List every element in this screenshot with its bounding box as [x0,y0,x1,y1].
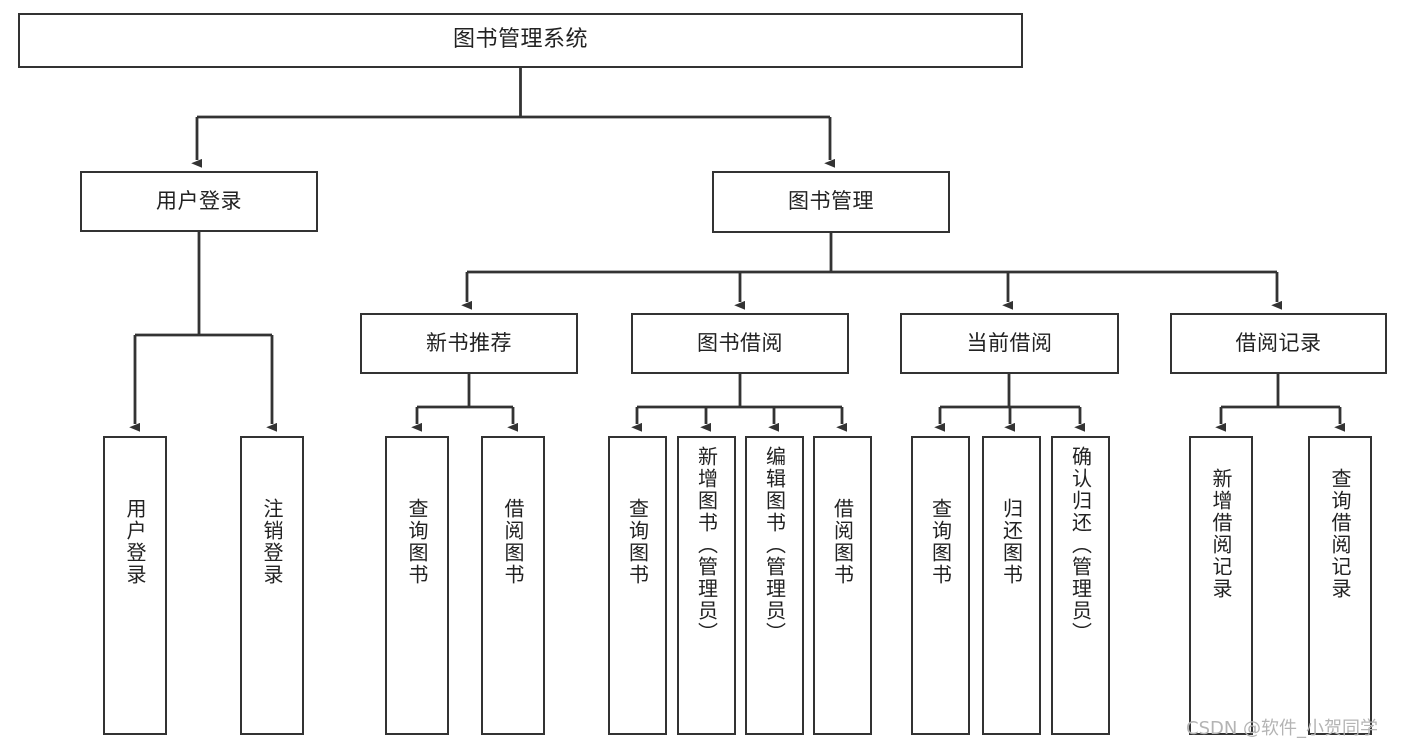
node-book-borrow[interactable]: 图书借阅 [631,313,849,374]
leaf-query-book-current[interactable]: 查询图书 [911,436,970,735]
leaf-query-book-borrow-label: 查询图书 [625,498,650,586]
leaf-add-book-admin-label: 新增图书（管理员） [694,446,719,644]
node-borrow-record-label: 借阅记录 [1235,330,1322,355]
leaf-borrow-book[interactable]: 借阅图书 [813,436,872,735]
leaf-query-book-recommend[interactable]: 查询图书 [385,436,449,735]
leaf-user-logout[interactable]: 注销登录 [240,436,304,735]
leaf-query-borrow-record[interactable]: 查询借阅记录 [1308,436,1372,735]
leaf-borrow-book-recommend-label: 借阅图书 [501,498,525,586]
leaf-query-book-current-label: 查询图书 [928,498,953,586]
leaf-edit-book-admin[interactable]: 编辑图书（管理员） [745,436,804,735]
node-root-label: 图书管理系统 [452,27,588,53]
leaf-user-login-label: 用户登录 [123,498,147,586]
leaf-user-login[interactable]: 用户登录 [103,436,167,735]
leaf-borrow-book-recommend[interactable]: 借阅图书 [481,436,545,735]
node-new-book-recommend[interactable]: 新书推荐 [360,313,578,374]
node-root[interactable]: 图书管理系统 [18,13,1023,68]
leaf-add-book-admin[interactable]: 新增图书（管理员） [677,436,736,735]
leaf-add-borrow-record-label: 新增借阅记录 [1209,468,1233,600]
leaf-query-borrow-record-label: 查询借阅记录 [1328,468,1352,600]
leaf-user-logout-label: 注销登录 [260,498,284,586]
node-current-borrow-label: 当前借阅 [966,330,1053,355]
node-current-borrow[interactable]: 当前借阅 [900,313,1119,374]
leaf-return-book[interactable]: 归还图书 [982,436,1041,735]
leaf-query-book-recommend-label: 查询图书 [405,498,429,586]
leaf-edit-book-admin-label: 编辑图书（管理员） [762,446,787,644]
node-borrow-record[interactable]: 借阅记录 [1170,313,1387,374]
node-new-book-recommend-label: 新书推荐 [426,330,512,355]
csdn-watermark: CSDN @软件_小贺同学 [1186,718,1379,739]
leaf-return-book-label: 归还图书 [999,498,1024,586]
leaf-confirm-return-admin[interactable]: 确认归还（管理员） [1051,436,1110,735]
leaf-query-book-borrow[interactable]: 查询图书 [608,436,667,735]
leaf-add-borrow-record[interactable]: 新增借阅记录 [1189,436,1253,735]
node-book-management-label: 图书管理 [788,189,874,214]
leaf-borrow-book-label: 借阅图书 [830,498,855,586]
node-book-borrow-label: 图书借阅 [697,330,783,355]
node-user-login-label: 用户登录 [156,188,242,213]
leaf-confirm-return-admin-label: 确认归还（管理员） [1068,446,1093,644]
node-user-login[interactable]: 用户登录 [80,171,318,232]
node-book-management[interactable]: 图书管理 [712,171,950,233]
